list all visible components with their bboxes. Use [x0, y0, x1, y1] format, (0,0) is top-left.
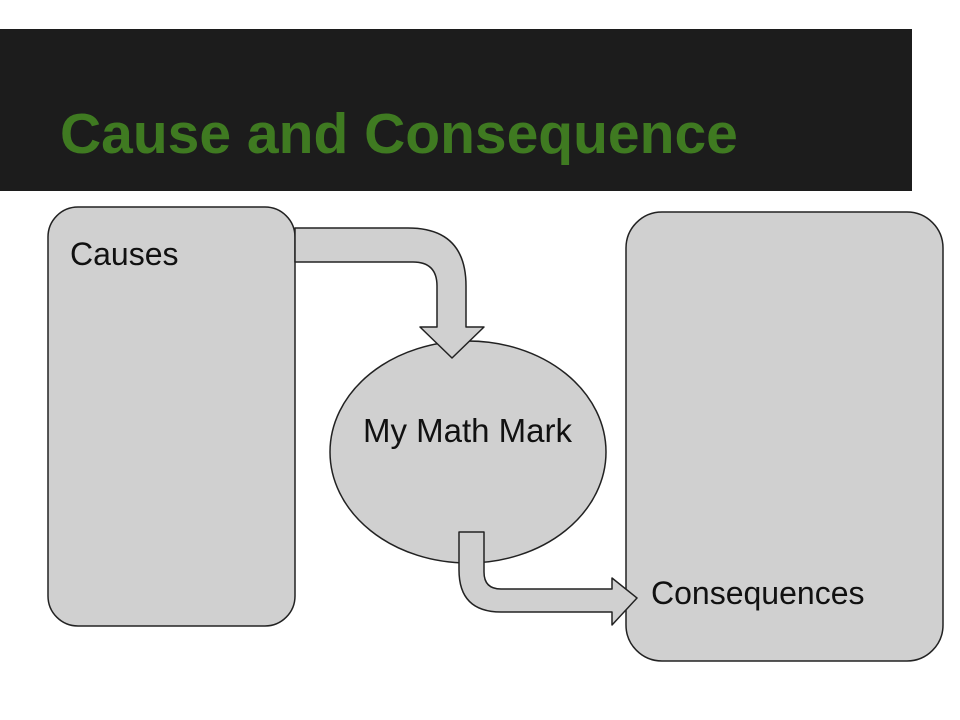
- consequences-box: [625, 211, 944, 662]
- center-label: My Math Mark: [362, 412, 573, 449]
- slide-title: Cause and Consequence: [60, 102, 738, 166]
- causes-label: Causes: [70, 236, 179, 272]
- arrow-causes-to-center: [294, 227, 485, 359]
- consequences-label: Consequences: [651, 575, 865, 611]
- center-ellipse: [329, 340, 607, 564]
- title-bar: [0, 29, 912, 191]
- arrow-center-to-consequences: [458, 531, 638, 626]
- causes-box: [47, 206, 296, 627]
